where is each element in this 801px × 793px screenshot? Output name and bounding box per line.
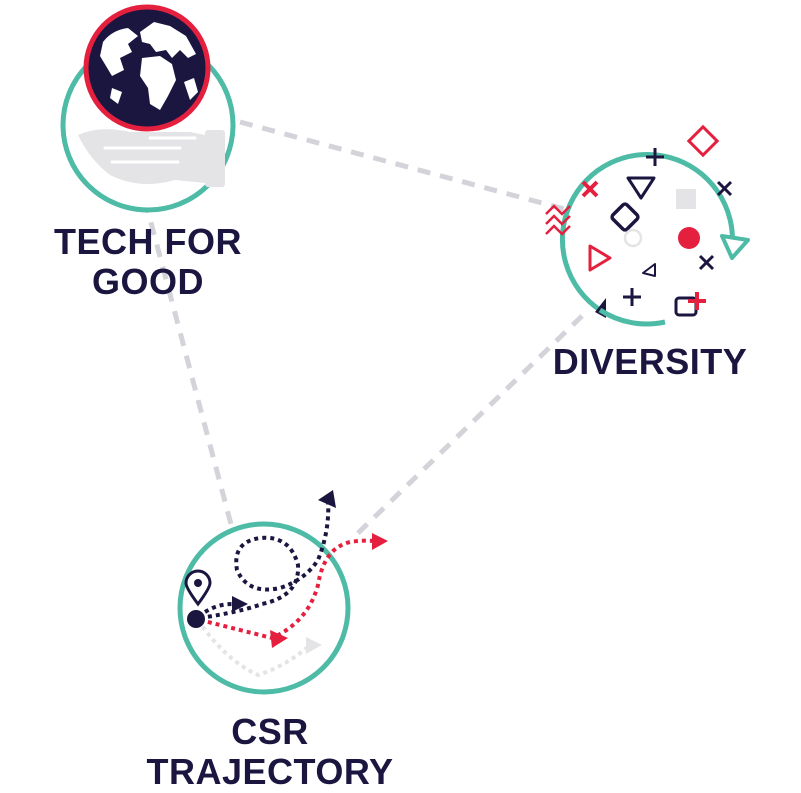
csr-trajectory-line2: TRAJECTORY: [146, 751, 394, 792]
path-navy-loop: [199, 499, 331, 620]
dot-red: [678, 227, 700, 249]
zigzag-red: [545, 204, 571, 236]
location-pin-icon: [184, 569, 212, 607]
plus-navy-bottom: [623, 288, 641, 306]
triangle-right-red: [588, 244, 612, 272]
diversity-line1: DIVERSITY: [552, 341, 748, 382]
tech-for-good-line1: TECH FOR: [54, 221, 242, 262]
diamond-outline-red: [686, 124, 720, 158]
csr-trajectory-label: CSR TRAJECTORY: [120, 712, 420, 792]
start-dot: [187, 610, 205, 628]
triangle-down-navy: [626, 176, 656, 200]
diversity-ring-arrow: [720, 234, 750, 260]
square-grey: [676, 189, 696, 209]
plus-red: [688, 292, 706, 310]
triangle-small-navy: [642, 263, 656, 277]
cross-navy-mid: [698, 254, 715, 271]
connector-diversity-csr: [354, 314, 584, 537]
globe-in-hand-icon: [60, 4, 236, 213]
path-red: [199, 538, 375, 641]
trajectory-paths-icon: [177, 490, 388, 695]
continents: [100, 22, 198, 110]
cross-navy-right: [716, 180, 733, 197]
path-navy-short: [203, 602, 233, 614]
diamond-outline-navy: [610, 202, 640, 232]
csr-trajectory-line1: CSR: [231, 711, 309, 752]
connectors: [142, 119, 584, 537]
diverse-shapes-icon: [545, 124, 750, 327]
plus-navy-top: [646, 148, 664, 166]
circle-outline-grey: [623, 228, 643, 248]
connector-tech-csr: [142, 199, 235, 529]
tech-for-good-line2: GOOD: [91, 261, 204, 302]
hand-icon: [78, 129, 225, 187]
connector-tech-diversity: [239, 119, 569, 213]
cross-red: [581, 180, 599, 198]
diversity-ring: [559, 152, 735, 313]
tech-for-good-label: TECH FOR GOOD: [28, 222, 268, 302]
diversity-label: DIVERSITY: [530, 342, 770, 382]
path-grey: [196, 618, 312, 678]
